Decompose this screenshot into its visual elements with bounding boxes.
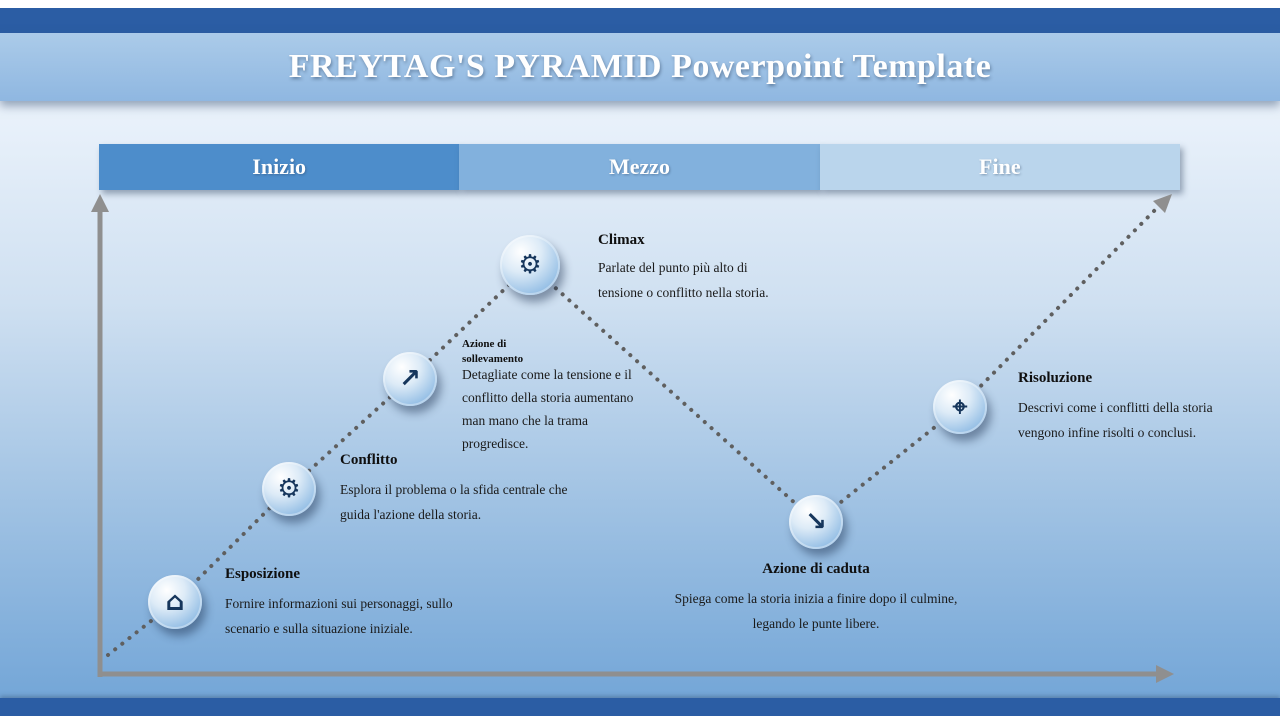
milestone-title-conflitto: Conflitto	[340, 452, 398, 468]
slide-title: FREYTAG'S PYRAMID Powerpoint Template	[288, 48, 992, 85]
title-banner: FREYTAG'S PYRAMID Powerpoint Template	[0, 33, 1280, 101]
milestone-title-sollevamento: Azione di sollevamento	[462, 338, 524, 365]
milestone-desc-conflitto: Esplora il problema o la sfida centrale …	[340, 482, 568, 522]
milestone-desc-risoluzione: Descrivi come i conflitti della storia v…	[1018, 400, 1213, 440]
milestone-desc-sollevamento: Detagliate come la tensione e il conflit…	[462, 367, 634, 451]
milestone-desc-caduta: Spiega come la storia inizia a finire do…	[674, 591, 958, 631]
x-axis-arrowhead	[1156, 665, 1174, 683]
y-axis-arrowhead	[91, 194, 109, 212]
gear-pointer-icon: ⚙	[518, 250, 542, 280]
top-white-edge	[0, 0, 1280, 8]
target-scope-icon: ⌖	[952, 392, 968, 422]
node-conflitto[interactable]: ⚙	[262, 462, 316, 516]
phase-header-row: Inizio Mezzo Fine	[99, 144, 1180, 190]
building-icon: ⌂	[165, 587, 185, 617]
bottom-accent-strip	[0, 698, 1280, 716]
top-accent-strip	[0, 8, 1280, 33]
milestone-title-esposizione: Esposizione	[225, 566, 301, 582]
freytag-pyramid-dotted-path	[106, 205, 1160, 657]
milestone-title-climax: Climax	[598, 232, 645, 248]
rising-arrow-icon: ↗	[399, 364, 421, 394]
phase-label-mezzo: Mezzo	[608, 154, 671, 179]
phase-label-fine: Fine	[979, 154, 1021, 179]
bottom-white-edge	[0, 716, 1280, 720]
node-risoluzione[interactable]: ⌖	[933, 380, 987, 434]
node-esposizione[interactable]: ⌂	[148, 575, 202, 629]
milestone-desc-climax: Parlate del punto più alto di tensione o…	[598, 260, 769, 300]
node-azione-di-sollevamento[interactable]: ↗	[383, 352, 437, 406]
milestone-title-caduta: Azione di caduta	[762, 561, 870, 577]
falling-arrow-icon: ↘	[805, 507, 827, 537]
milestone-desc-esposizione: Fornire informazioni sui personaggi, sul…	[225, 596, 453, 636]
node-climax[interactable]: ⚙	[500, 235, 560, 295]
gears-icon: ⚙	[277, 474, 301, 504]
diagonal-arrowhead	[1153, 194, 1172, 213]
node-azione-di-caduta[interactable]: ↘	[789, 495, 843, 549]
phase-label-inizio: Inizio	[252, 154, 307, 179]
phase-bar-mezzo[interactable]: Mezzo	[459, 144, 820, 190]
phase-bar-fine[interactable]: Fine	[819, 144, 1180, 190]
phase-bar-inizio[interactable]: Inizio	[99, 144, 460, 190]
milestone-title-risoluzione: Risoluzione	[1018, 370, 1093, 386]
